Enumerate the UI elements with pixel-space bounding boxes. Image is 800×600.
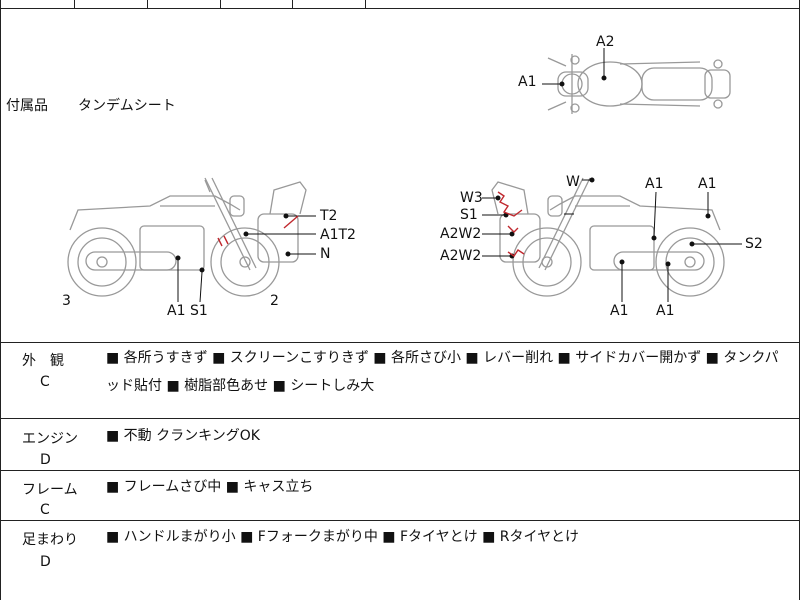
top-label-a2: A2 bbox=[596, 34, 615, 50]
section-frame-title: フレーム bbox=[22, 482, 78, 498]
section-frame-notes: ■ フレームさび中 ■ キャス立ち bbox=[106, 473, 796, 501]
left-label-a1t2: A1T2 bbox=[320, 227, 356, 243]
section-engine-grade: D bbox=[40, 452, 51, 468]
accessories-value: タンデムシート bbox=[78, 98, 176, 114]
right-label-a1-engine: A1 bbox=[610, 303, 629, 319]
right-label-a1-exhaust: A1 bbox=[656, 303, 675, 319]
note-line: ■ 不動 クランキングOK bbox=[106, 428, 260, 444]
left-label-s1: S1 bbox=[190, 303, 208, 319]
right-label-a2w2-lower: A2W2 bbox=[440, 248, 482, 264]
section-suspension-grade: D bbox=[40, 554, 51, 570]
motorcycle-diagrams bbox=[67, 48, 742, 303]
section-suspension-title: 足まわり bbox=[22, 532, 78, 548]
right-label-s1: S1 bbox=[460, 207, 478, 223]
top-label-a1: A1 bbox=[518, 74, 537, 90]
right-label-a2w2-upper: A2W2 bbox=[440, 226, 482, 242]
left-label-front: 2 bbox=[270, 293, 279, 309]
accessories-label: 付属品 bbox=[6, 98, 48, 114]
left-label-t2: T2 bbox=[320, 208, 338, 224]
note-line: ■ フレームさび中 ■ キャス立ち bbox=[106, 479, 314, 495]
left-label-a1: A1 bbox=[167, 303, 186, 319]
top-view-bike bbox=[547, 54, 731, 114]
note-line: ッド貼付 ■ 樹脂部色あせ ■ シートしみ大 bbox=[106, 378, 375, 394]
section-engine-title: エンジン bbox=[22, 431, 78, 447]
right-label-a1-tank: A1 bbox=[645, 176, 664, 192]
left-view-bike bbox=[67, 177, 307, 297]
right-view-bike bbox=[491, 177, 725, 297]
right-label-a1-tail: A1 bbox=[698, 176, 717, 192]
left-label-n: N bbox=[320, 246, 331, 262]
note-line: ■ 各所うすきず ■ スクリーンこすりきず ■ 各所さび小 ■ レバー削れ ■ … bbox=[106, 350, 779, 366]
section-suspension-notes: ■ ハンドルまがり小 ■ Fフォークまがり中 ■ Fタイヤとけ ■ Rタイヤとけ bbox=[106, 523, 796, 551]
right-label-s2: S2 bbox=[745, 236, 763, 252]
right-label-w3: W3 bbox=[460, 190, 483, 206]
section-engine-notes: ■ 不動 クランキングOK bbox=[106, 422, 796, 450]
section-exterior-grade: C bbox=[40, 374, 50, 390]
section-frame-grade: C bbox=[40, 502, 50, 518]
section-exterior-notes: ■ 各所うすきず ■ スクリーンこすりきず ■ 各所さび小 ■ レバー削れ ■ … bbox=[106, 344, 796, 400]
left-label-rear: 3 bbox=[62, 293, 71, 309]
section-exterior-title: 外 観 bbox=[22, 353, 64, 369]
note-line: ■ ハンドルまがり小 ■ Fフォークまがり中 ■ Fタイヤとけ ■ Rタイヤとけ bbox=[106, 529, 580, 545]
right-label-w: W bbox=[566, 174, 580, 190]
